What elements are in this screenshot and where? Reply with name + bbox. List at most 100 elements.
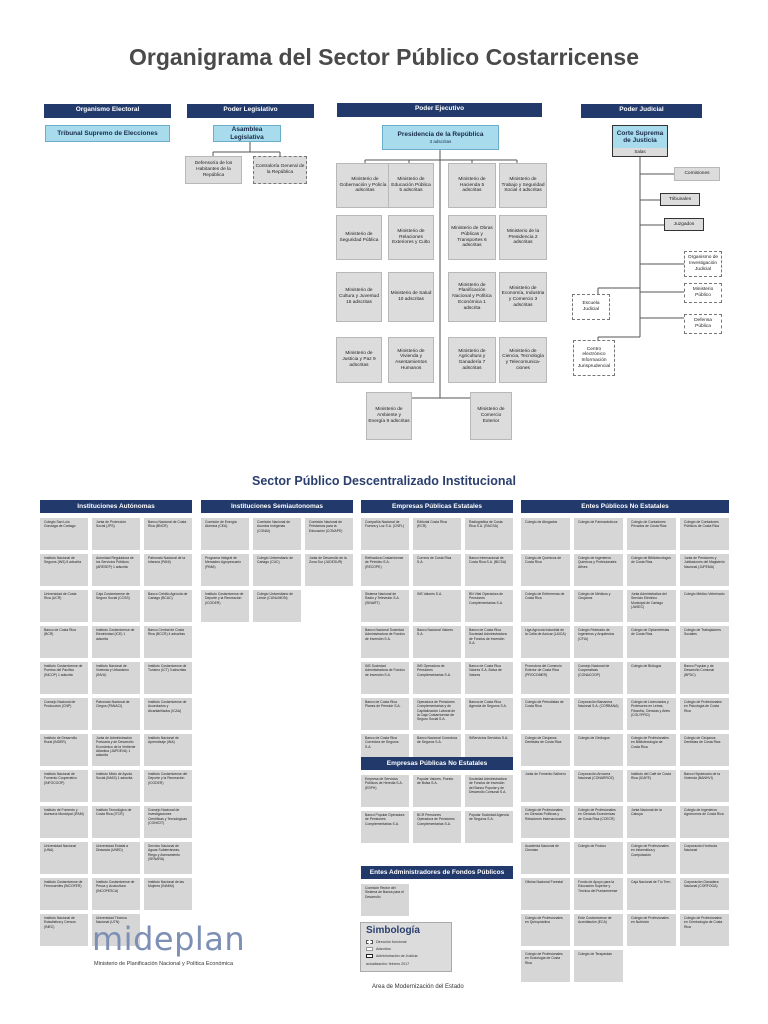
institution-cell — [680, 950, 729, 982]
institution-cell: Colegio de Abogados — [521, 518, 570, 550]
institution-cell: Popular Valores, Puesto de Bolsa S.A. — [413, 775, 461, 807]
presidencia-sub: 3 adscritas — [429, 138, 452, 144]
institution-cell: BN Vital Operadora de Pensiones Compleme… — [465, 590, 513, 622]
institution-cell: Colegio de Ingenieros Agrónomos de Costa… — [680, 806, 729, 838]
institution-cell: Banco Nacional de Costa Rica (BNCR) — [144, 518, 192, 550]
tribunal-supremo-box: Tribunal Supremo de Elecciones — [45, 125, 170, 142]
legend-box — [360, 922, 452, 972]
institution-cell: Junta de Administración Portuaria y de D… — [92, 734, 140, 766]
institution-cell: Fondo de Apoyo para la Educación Superio… — [574, 878, 623, 910]
institution-cell: Colegio de Farmacéuticos — [574, 518, 623, 550]
corte-suprema-label: Corte Suprema de Justicia — [613, 126, 667, 148]
institution-cell: Refinadora Costarricense de Petróleo S.A… — [361, 554, 409, 586]
ministry-label: Ministerio de Planificación Nacional y P… — [452, 282, 492, 311]
header-electoral: Organismo Electoral — [44, 104, 171, 118]
institution-cell: Colegio de Profesionales en Criminología… — [680, 914, 729, 946]
institution-cell: Comisión Nacional de Préstamos para la E… — [305, 518, 353, 550]
judicial-item-label: Tribunales — [668, 196, 692, 202]
institution-cell: INS Valores S.A. — [413, 590, 461, 622]
ministry-box: Ministerio de Vivienda y Asentamientos H… — [388, 337, 434, 383]
institution-cell: Ente Costarricense de Acreditación (ECA) — [574, 914, 623, 946]
judicial-item-label: Comisiones — [684, 171, 710, 177]
institution-cell: Corporación Bananera Nacional S.A. (CORB… — [574, 698, 623, 730]
mideplan-subtitle: Ministerio de Planificación Nacional y P… — [94, 961, 234, 967]
institution-cell: Autoridad Reguladora de los Servicios Pú… — [92, 554, 140, 586]
ministry-label: Ministerio de Justicia y Paz 9 adscritas — [342, 351, 376, 368]
judicial-item-label: Escuela Judicial — [582, 301, 600, 312]
institution-cell: Colegio de Profesionales en Ciencias Pol… — [521, 806, 570, 838]
institution-cell: Comisión Rector del Sistema de Banca par… — [361, 884, 409, 916]
legend-row: Dirección funcional — [366, 940, 418, 944]
institution-cell: Comisión de Energía Atómica (CEA) — [201, 518, 249, 550]
ministry-box: Ministerio de Hacienda 5 adscritas — [448, 163, 496, 208]
escuela-judicial-box: Escuela Judicial — [572, 294, 610, 320]
tribunales-box: Tribunales — [660, 193, 700, 206]
judicial-item-label: Centro electrónico Información Jurisprud… — [577, 346, 611, 369]
institution-cell: Banco Internacional de Costa Rica S.A. (… — [465, 554, 513, 586]
institution-cell: INS Sociedad Administradora de Fondos de… — [361, 662, 409, 694]
institution-cell: Colegio de Profesionales en Ciencias Eco… — [574, 806, 623, 838]
section-header: Entes Administradores de Fondos Públicos — [361, 866, 513, 879]
footer-text: Area de Modernización del Estado — [372, 984, 464, 990]
legend-label: Adscritos — [376, 947, 391, 951]
institution-cell: Universidad Estatal a Distancia (UNED) — [92, 842, 140, 874]
institution-cell: INS Operadora de Pensiones Complementari… — [413, 662, 461, 694]
ministry-box: Ministerio de Ambiente y Energía 9 adscr… — [366, 392, 412, 440]
institution-cell — [627, 950, 676, 982]
institution-cell: Instituto Costarricense de Pesca y Acuic… — [92, 878, 140, 910]
institution-cell: Universidad Nacional (UNA) — [40, 842, 88, 874]
institution-cell: Consejo Nacional de Investigaciones Cien… — [144, 806, 192, 838]
institution-cell: Banco de Costa Rica (BCR) — [40, 626, 88, 658]
institution-cell: Colegio de Físicos — [574, 842, 623, 874]
institution-cell: Instituto Mixto de Ayuda Social (IMAS) 1… — [92, 770, 140, 802]
bold-swatch-icon — [366, 954, 373, 958]
ministry-label: Ministerio de Agricultura y Ganadería 7 … — [458, 348, 486, 371]
institution-cell: Operadora de Pensiones Complementarias y… — [413, 698, 461, 730]
institution-cell: Universidad de Costa Rica (UCR) — [40, 590, 88, 622]
institution-cell: Instituto Nacional de Aprendizaje (INA) — [144, 734, 192, 766]
institution-cell: Banca de Costa Rica Agencia de Seguros S… — [465, 698, 513, 730]
institution-cell: Promotora del Comercio Exterior de Costa… — [521, 662, 570, 694]
ministry-label: Ministerio de Educación Pública 5 adscri… — [391, 176, 431, 194]
institution-cell: Colegio de Profesionales en Nutrición — [627, 914, 676, 946]
corte-suprema-text: Corte Suprema de Justicia — [616, 129, 664, 144]
header-judicial: Poder Judicial — [581, 104, 702, 118]
institution-cell: Patronato Nacional de Ciegos (PANACI) — [92, 698, 140, 730]
institution-cell: Colegio de Trabajadores Sociales — [680, 626, 729, 658]
ministry-box: Ministerio de Gobernación y Policía 4 ad… — [336, 163, 394, 208]
institution-cell: Sistema Nacional de Radio y Televisión S… — [361, 590, 409, 622]
header-ejecutivo: Poder Ejecutivo — [337, 103, 542, 117]
institution-cell: Colegio de Profesionales en Sociología d… — [521, 950, 570, 982]
ministry-box: Ministerio de Trabajo y Seguridad Social… — [499, 163, 547, 208]
presidencia-label: Presidencia de la República — [397, 131, 484, 139]
legend-row: Administración de Justicia — [366, 954, 418, 958]
institution-cell: Instituto Costarricense de Ferrocarriles… — [40, 878, 88, 910]
section-empresas: Empresas Públicas Estatales Compañía Nac… — [361, 500, 513, 766]
institution-cell: Banco de Costa Rica Valores S.A. Bolsa d… — [465, 662, 513, 694]
institution-cell: Junta de Pensiones y Jubilaciones del Ma… — [680, 554, 729, 586]
ministry-box: Ministerio de Ciencia, Tecnología y Tele… — [499, 337, 547, 383]
institution-cell: Instituto de Fomento y Asesoría Municipa… — [40, 806, 88, 838]
institution-cell: Instituto Nacional de Seguros (INS) 5 ad… — [40, 554, 88, 586]
institution-cell: Colegio de Químicos de Costa Rica — [521, 554, 570, 586]
institution-cell: Sociedad Administradora de Fondos de Inv… — [465, 775, 513, 807]
institution-cell: Colegio de Profesionales en Bibliotecolo… — [627, 734, 676, 766]
legend-title: Simbología — [366, 925, 420, 936]
institution-cell: Colegio de Profesionales en Quiropráctic… — [521, 914, 570, 946]
institution-cell: Instituto Costarricense de Electricidad … — [92, 626, 140, 658]
institution-cell: Colegio de Médicos y Cirujanos — [574, 590, 623, 622]
institution-cell: Colegio de Bibliotecólogos de Costa Rica — [627, 554, 676, 586]
section-no-estatales: Empresas Públicas No Estatales Empresa d… — [361, 757, 513, 843]
institution-cell: Banco Popular Operadora de Pensiones Com… — [361, 811, 409, 843]
ministry-box: Ministerio de la Presidencia 2 adscritas — [499, 215, 547, 260]
institution-cell: Academia Nacional de Ciencias — [521, 842, 570, 874]
institution-cell: Colegio de Ingenieros Químicos y Profesi… — [574, 554, 623, 586]
institution-cell: Instituto Nacional de Estadística y Cens… — [40, 914, 88, 946]
institution-cell: Programa Integral de Mercadeo Agropecuar… — [201, 554, 249, 586]
institution-cell: Colegio de Enfermeras de Costa Rica — [521, 590, 570, 622]
ministry-box: Ministerio de Educación Pública 5 adscri… — [388, 163, 434, 208]
semiautonomas-grid: Comisión de Energía Atómica (CEA) Comisió… — [201, 518, 353, 622]
juzgados-box: Juzgados — [664, 218, 704, 231]
